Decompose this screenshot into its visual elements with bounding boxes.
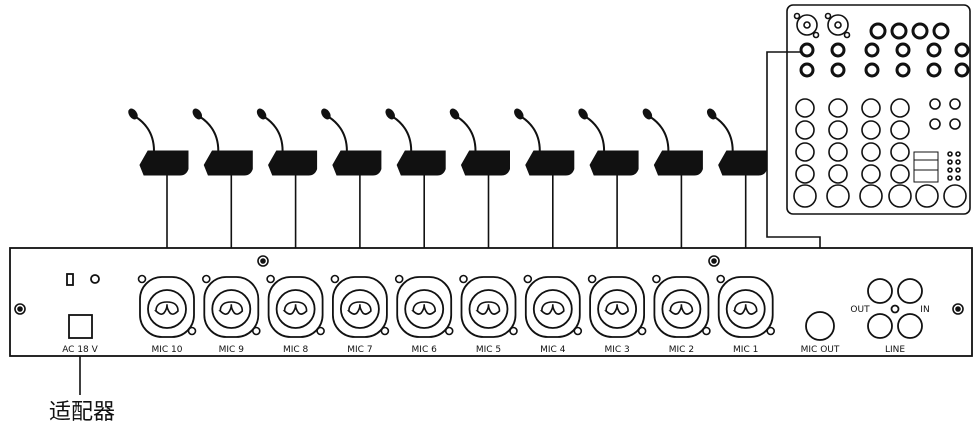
line-jacks: [867, 278, 923, 339]
line-in-label: IN: [920, 305, 929, 315]
xlr-jack: [652, 274, 711, 338]
line-out-label: OUT: [850, 305, 870, 315]
mixer-console: [786, 4, 971, 215]
xlr-jack-icon: [218, 301, 244, 315]
screw-icon: [14, 255, 964, 315]
xlr-jack-icon: [475, 301, 501, 315]
mic-out-jack: [805, 311, 835, 341]
power-label: AC 18 V: [62, 345, 98, 355]
xlr-jack: [587, 274, 647, 338]
mic-channel-label: MIC 5: [476, 345, 501, 355]
xlr-jack: [137, 274, 197, 338]
xlr-jack-icon: [411, 301, 437, 315]
gooseneck-microphone-icon: [321, 108, 382, 277]
xlr-jack-icon: [154, 301, 179, 315]
mic-jack-group: MIC 10 MIC 9 MIC 8 MIC 7 MIC 6 MIC 5 MIC 4 MIC …: [137, 274, 776, 355]
mic-channel-label: MIC 6: [412, 345, 438, 355]
xlr-jack: [394, 274, 454, 338]
power-socket-icon: [68, 314, 93, 339]
mic-out-label: MIC OUT: [801, 345, 840, 355]
mic-channel-label: MIC 3: [604, 345, 629, 355]
gooseneck-microphone-icon: [192, 108, 253, 277]
xlr-jack: [523, 274, 583, 338]
mic-channel-label: MIC 7: [347, 345, 372, 355]
gooseneck-microphone-icon: [578, 108, 639, 277]
gooseneck-microphone-icon: [706, 108, 768, 277]
xlr-jack-icon: [604, 301, 629, 315]
adapter-label: 适配器: [49, 400, 115, 425]
xlr-jack: [330, 274, 390, 338]
xlr-jack: [459, 274, 518, 338]
power-switch-icon: [66, 273, 74, 286]
mic-channel-label: MIC 4: [540, 345, 566, 355]
gooseneck-microphone-icon: [514, 108, 575, 277]
microphone-group: [128, 108, 768, 277]
gooseneck-microphone-icon: [385, 108, 446, 277]
power-led-icon: [90, 274, 100, 284]
xlr-jack: [716, 274, 776, 338]
gooseneck-microphone-icon: [642, 108, 703, 277]
xlr-jack: [266, 274, 325, 338]
xlr-jack-icon: [282, 301, 308, 315]
xlr-jack-icon: [346, 301, 372, 315]
mic-channel-label: MIC 1: [733, 345, 758, 355]
gooseneck-microphone-icon: [128, 108, 189, 277]
mic-channel-label: MIC 10: [151, 345, 182, 355]
xlr-jack-icon: [668, 301, 694, 315]
mic-channel-label: MIC 8: [283, 345, 309, 355]
xlr-jack-icon: [539, 301, 565, 315]
mic-channel-label: MIC 9: [219, 345, 245, 355]
gooseneck-microphone-icon: [256, 108, 318, 277]
mic-channel-label: MIC 2: [669, 345, 694, 355]
xlr-jack: [202, 274, 261, 338]
xlr-jack-icon: [732, 301, 758, 315]
line-label: LINE: [885, 345, 905, 355]
gooseneck-microphone-icon: [449, 108, 510, 277]
